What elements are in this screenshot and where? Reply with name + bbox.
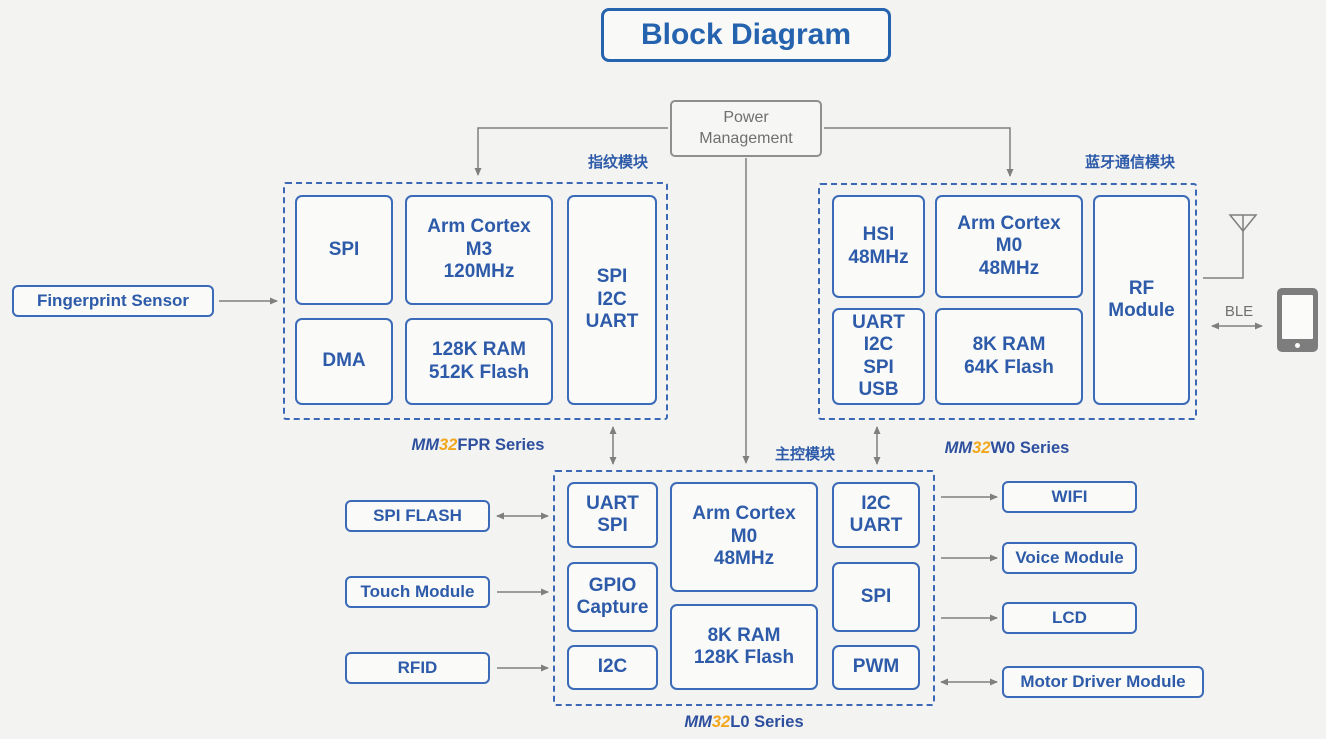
l0-module-tag: 主控模块 xyxy=(775,446,836,463)
fpr-block-spi: SPI xyxy=(295,195,393,305)
peripheral-spi-flash: SPI FLASH xyxy=(345,500,490,532)
w0-series-num: 32 xyxy=(972,439,991,457)
phone-home-button xyxy=(1295,343,1300,348)
w0-block-rf: RF Module xyxy=(1093,195,1190,405)
wire-power-to-w0 xyxy=(824,127,1014,177)
phone-screen xyxy=(1282,295,1313,339)
l0-block-i2c: I2C xyxy=(567,645,658,690)
w0-block-memory: 8K RAM 64K Flash xyxy=(935,308,1083,405)
fpr-block-periph: SPI I2C UART xyxy=(567,195,657,405)
ble-label: BLE xyxy=(1224,303,1254,320)
antenna-feed-line xyxy=(1203,231,1244,279)
fpr-series-rest: FPR Series xyxy=(457,436,545,454)
w0-series-label: MM32W0 Series xyxy=(887,439,1127,458)
l0-module-outline xyxy=(553,470,935,706)
w0-block-hsi: HSI 48MHz xyxy=(832,195,925,298)
w0-module-tag: 蓝牙通信模块 xyxy=(1085,154,1176,171)
peripheral-fingerprint-sensor: Fingerprint Sensor xyxy=(12,285,214,317)
fpr-series-num: 32 xyxy=(439,436,458,454)
fpr-series-mm: MM xyxy=(411,436,440,454)
l0-series-label: MM32L0 Series xyxy=(624,713,864,732)
w0-block-periph: UART I2C SPI USB xyxy=(832,308,925,405)
fpr-block-memory: 128K RAM 512K Flash xyxy=(405,318,553,405)
l0-block-i2c-uart: I2C UART xyxy=(832,482,920,548)
l0-series-rest: L0 Series xyxy=(730,713,804,731)
peripheral-lcd: LCD xyxy=(1002,602,1137,634)
peripheral-wifi: WIFI xyxy=(1002,481,1137,513)
l0-series-mm: MM xyxy=(684,713,712,731)
fpr-series-label: MM32FPR Series xyxy=(358,436,598,455)
fpr-block-dma: DMA xyxy=(295,318,393,405)
l0-block-core: Arm Cortex M0 48MHz xyxy=(670,482,818,592)
peripheral-touch-module: Touch Module xyxy=(345,576,490,608)
l0-block-gpio: GPIO Capture xyxy=(567,562,658,632)
fpr-block-core: Arm Cortex M3 120MHz xyxy=(405,195,553,305)
w0-block-core: Arm Cortex M0 48MHz xyxy=(935,195,1083,298)
l0-block-spi: SPI xyxy=(832,562,920,632)
l0-series-num: 32 xyxy=(711,713,731,731)
peripheral-motor-driver: Motor Driver Module xyxy=(1002,666,1204,698)
peripheral-voice-module: Voice Module xyxy=(1002,542,1137,574)
l0-block-pwm: PWM xyxy=(832,645,920,690)
power-management-box: Power Management xyxy=(670,100,822,157)
fpr-module-tag: 指纹模块 xyxy=(588,154,649,171)
w0-series-mm: MM xyxy=(944,439,973,457)
page-title: Block Diagram xyxy=(601,8,891,62)
phone-icon xyxy=(1277,288,1318,352)
antenna-icon xyxy=(1203,214,1258,279)
w0-series-rest: W0 Series xyxy=(990,439,1070,457)
w0-module-outline xyxy=(818,183,1197,420)
l0-block-memory: 8K RAM 128K Flash xyxy=(670,604,818,690)
peripheral-rfid: RFID xyxy=(345,652,490,684)
l0-block-uart-spi: UART SPI xyxy=(567,482,658,548)
fpr-module-outline xyxy=(283,182,668,420)
antenna-triangle xyxy=(1228,214,1258,233)
